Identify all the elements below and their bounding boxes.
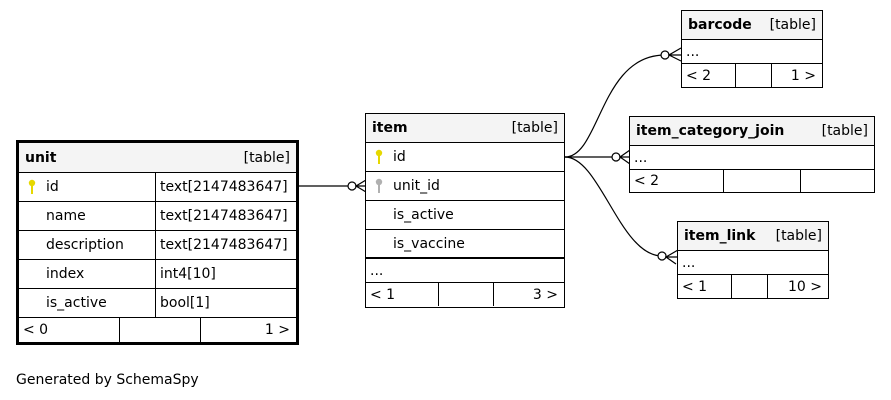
column-name: is_vaccine [393, 235, 465, 252]
more-columns-ellipsis: ... [678, 251, 828, 275]
table-kind: [table] [511, 120, 558, 136]
table-kind: [table] [243, 149, 290, 166]
table-footer: < 1 10 > [678, 275, 828, 298]
column-name: description [46, 237, 124, 253]
table-name: item [372, 120, 408, 136]
more-columns-ellipsis: ... [682, 40, 822, 64]
more-columns-ellipsis: ... [630, 146, 874, 170]
child-count [800, 170, 874, 192]
table-item-category-join[interactable]: item_category_join [table] ... < 2 [629, 116, 875, 193]
column-type: text[2147483647] [155, 231, 296, 259]
table-footer: < 2 [630, 170, 874, 192]
crows-foot [354, 179, 367, 193]
table-footer: < 0 1 > [19, 318, 296, 342]
footer-cell [438, 283, 493, 306]
column-row: name text[2147483647] [19, 202, 296, 231]
table-name: barcode [688, 17, 752, 33]
column-name: unit_id [393, 178, 440, 194]
table-header: item [table] [366, 114, 564, 143]
optional-marker [660, 50, 670, 60]
column-type: bool[1] [155, 289, 296, 317]
column-row: is_active bool[1] [19, 289, 296, 318]
table-name: unit [25, 149, 57, 166]
table-item-link[interactable]: item_link [table] ... < 1 10 > [677, 221, 829, 299]
table-header: barcode [table] [682, 11, 822, 40]
column-row: id text[2147483647] [19, 173, 296, 202]
column-name: id [46, 179, 59, 195]
foreign-key-icon [375, 178, 383, 193]
table-unit[interactable]: unit [table] id text[2147483647] name te… [16, 140, 299, 345]
table-header: unit [table] [19, 143, 296, 173]
child-count: 1 > [200, 318, 296, 342]
child-count: 3 > [493, 283, 564, 306]
crows-foot [667, 47, 682, 62]
table-header: item_link [table] [678, 222, 828, 251]
child-count: 1 > [771, 64, 822, 87]
more-columns-ellipsis: ... [366, 259, 564, 283]
table-item[interactable]: item [table] id unit_id is_active is_vac… [365, 113, 565, 308]
table-footer: < 2 1 > [682, 64, 822, 87]
column-name: id [393, 149, 406, 165]
table-name: item_category_join [636, 123, 785, 139]
primary-key-icon [28, 179, 36, 194]
footer-cell [723, 170, 800, 192]
footer-cell [119, 318, 200, 342]
column-row: unit_id [366, 172, 564, 201]
column-type: int4[10] [155, 260, 296, 288]
parent-count: < 2 [634, 173, 660, 189]
crows-foot [664, 249, 679, 265]
column-name: is_active [393, 207, 454, 223]
optional-marker [611, 152, 621, 162]
table-barcode[interactable]: barcode [table] ... < 2 1 > [681, 10, 823, 88]
generated-by-label: Generated by SchemaSpy [16, 372, 199, 388]
table-name: item_link [684, 228, 756, 244]
column-type: text[2147483647] [155, 173, 296, 201]
column-row: index int4[10] [19, 260, 296, 289]
primary-key-icon [375, 149, 383, 164]
column-name: index [46, 266, 85, 282]
table-kind: [table] [821, 123, 868, 139]
optional-marker [657, 251, 667, 261]
edge-item-link-item [564, 156, 663, 257]
column-row: description text[2147483647] [19, 231, 296, 260]
table-kind: [table] [769, 17, 816, 33]
table-kind: [table] [775, 228, 822, 244]
child-count: 10 > [767, 275, 828, 298]
footer-cell [731, 275, 767, 298]
footer-cell [735, 64, 771, 87]
column-row: id [366, 143, 564, 172]
crows-foot [618, 149, 631, 165]
parent-count: < 2 [686, 67, 712, 84]
table-footer: < 1 3 > [366, 283, 564, 306]
parent-count: < 0 [23, 322, 49, 338]
edge-barcode-item [564, 54, 666, 158]
table-header: item_category_join [table] [630, 117, 874, 146]
optional-marker [347, 181, 357, 191]
column-name: name [46, 208, 86, 224]
parent-count: < 1 [370, 286, 396, 303]
column-row: is_vaccine [366, 230, 564, 259]
parent-count: < 1 [682, 278, 708, 295]
column-row: is_active [366, 201, 564, 230]
column-name: is_active [46, 295, 107, 311]
column-type: text[2147483647] [155, 202, 296, 230]
